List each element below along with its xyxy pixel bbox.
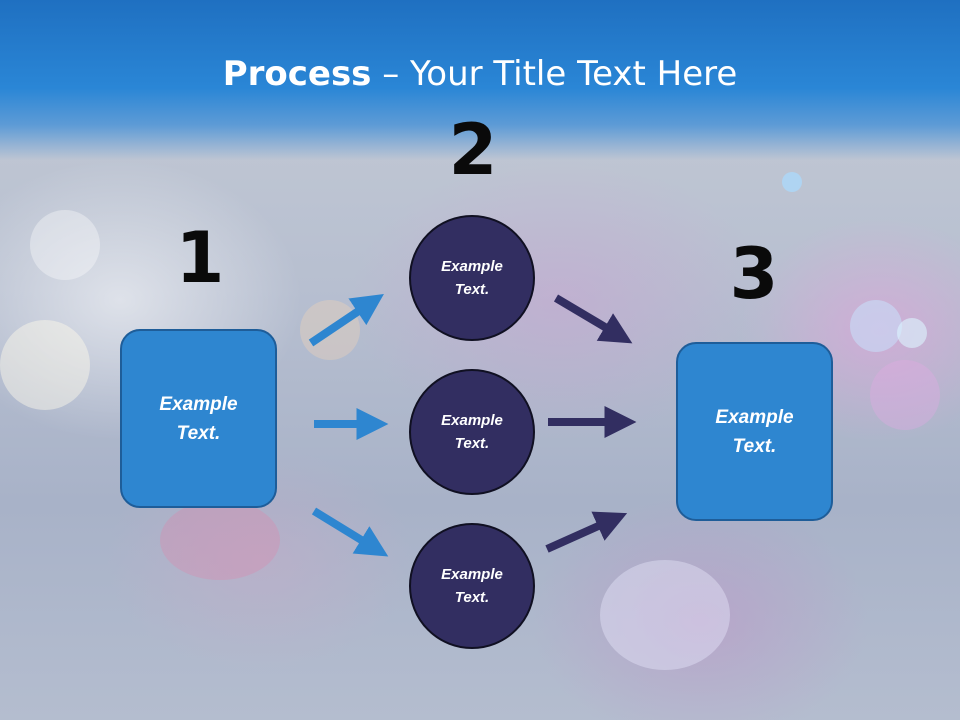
process-circle-text: Example Text. — [441, 566, 503, 606]
start-box[interactable]: Example Text. — [120, 329, 277, 508]
title-rest: – Your Title Text Here — [371, 54, 738, 94]
process-circle-text: Example Text. — [441, 412, 503, 452]
step-number-2: 2 — [448, 109, 498, 191]
step-number-1: 1 — [175, 217, 225, 299]
arrow-to-top-circle — [308, 293, 384, 347]
title-bold: Process — [222, 54, 372, 94]
arrow-from-bottom-circle — [545, 511, 628, 553]
step-number-3: 3 — [729, 233, 779, 315]
arrow-from-top-circle — [553, 294, 633, 344]
title-bar: Process – Your Title Text Here — [0, 0, 960, 160]
process-circle-top[interactable]: Example Text. — [409, 215, 535, 341]
start-box-text: Example Text. — [159, 393, 238, 444]
end-box[interactable]: Example Text. — [676, 342, 833, 521]
slide-title: Process – Your Title Text Here — [0, 52, 960, 96]
process-circle-text: Example Text. — [441, 258, 503, 298]
process-circle-middle[interactable]: Example Text. — [409, 369, 535, 495]
arrow-to-bottom-circle — [311, 507, 389, 557]
end-box-text: Example Text. — [715, 406, 794, 457]
process-circle-bottom[interactable]: Example Text. — [409, 523, 535, 649]
